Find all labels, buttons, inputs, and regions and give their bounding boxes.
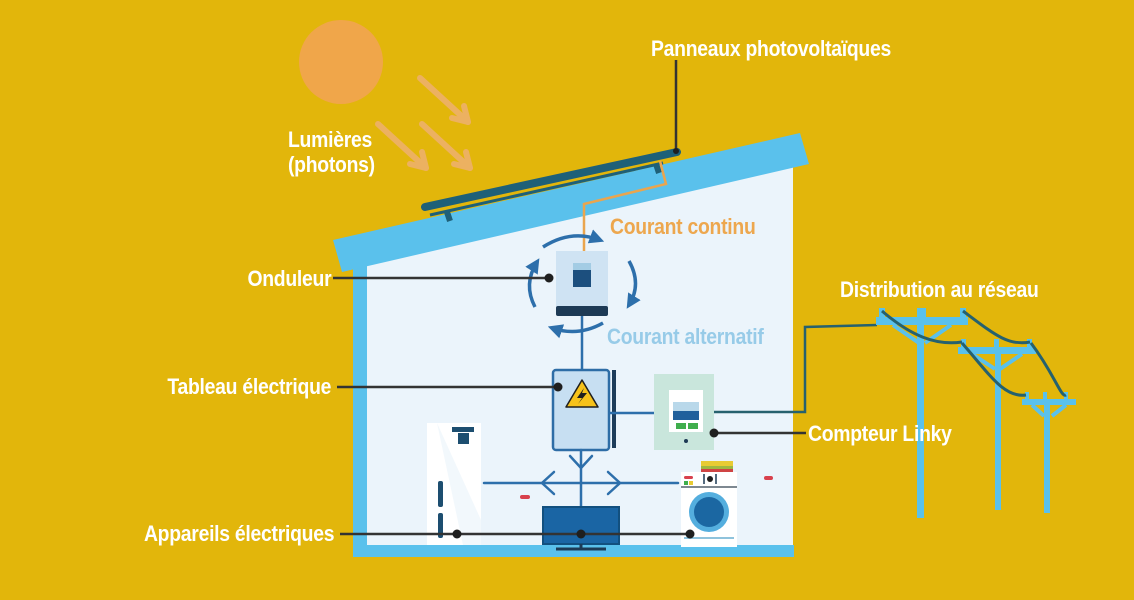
- house-floor: [353, 545, 794, 557]
- power-lines-icon: [881, 309, 1067, 397]
- inverter-icon: [556, 251, 608, 316]
- label-panels: Panneaux photovoltaïques: [651, 36, 892, 61]
- pointer-lines: [333, 60, 806, 539]
- conversion-arrows-icon: [525, 229, 641, 339]
- fridge-icon: [427, 423, 481, 545]
- power-poles-icon: [876, 308, 1076, 518]
- label-inverter: Onduleur: [247, 266, 331, 291]
- house-roof: [333, 133, 809, 272]
- dc-wire: [582, 160, 668, 251]
- label-electrical-panel: Tableau électrique: [167, 374, 331, 399]
- towel-yellow: [701, 461, 733, 466]
- label-appliances: Appareils électriques: [143, 521, 335, 546]
- minus-mark-icon: [764, 476, 773, 480]
- label-light-line2: (photons): [288, 152, 375, 177]
- photon-arrows-icon: [375, 75, 473, 171]
- towel-green: [701, 466, 733, 469]
- house-left-wall: [353, 252, 367, 557]
- solar-panel-icon: [421, 148, 681, 222]
- label-grid: Distribution au réseau: [840, 277, 1039, 302]
- label-meter: Compteur Linky: [808, 421, 952, 446]
- label-dc-current: Courant continu: [610, 214, 756, 239]
- towel-red: [701, 469, 733, 473]
- tv-icon: [542, 506, 620, 551]
- grid-wire: [712, 323, 878, 414]
- sun-icon: [299, 20, 383, 104]
- linky-meter-icon: [654, 374, 714, 450]
- minus-mark-icon: [520, 495, 530, 499]
- appliance-wires: [482, 411, 680, 509]
- label-light: Lumières (photons): [288, 127, 375, 177]
- label-light-line1: Lumières: [288, 127, 372, 152]
- label-ac-current: Courant alternatif: [607, 324, 764, 349]
- electrical-panel-icon: [551, 368, 616, 452]
